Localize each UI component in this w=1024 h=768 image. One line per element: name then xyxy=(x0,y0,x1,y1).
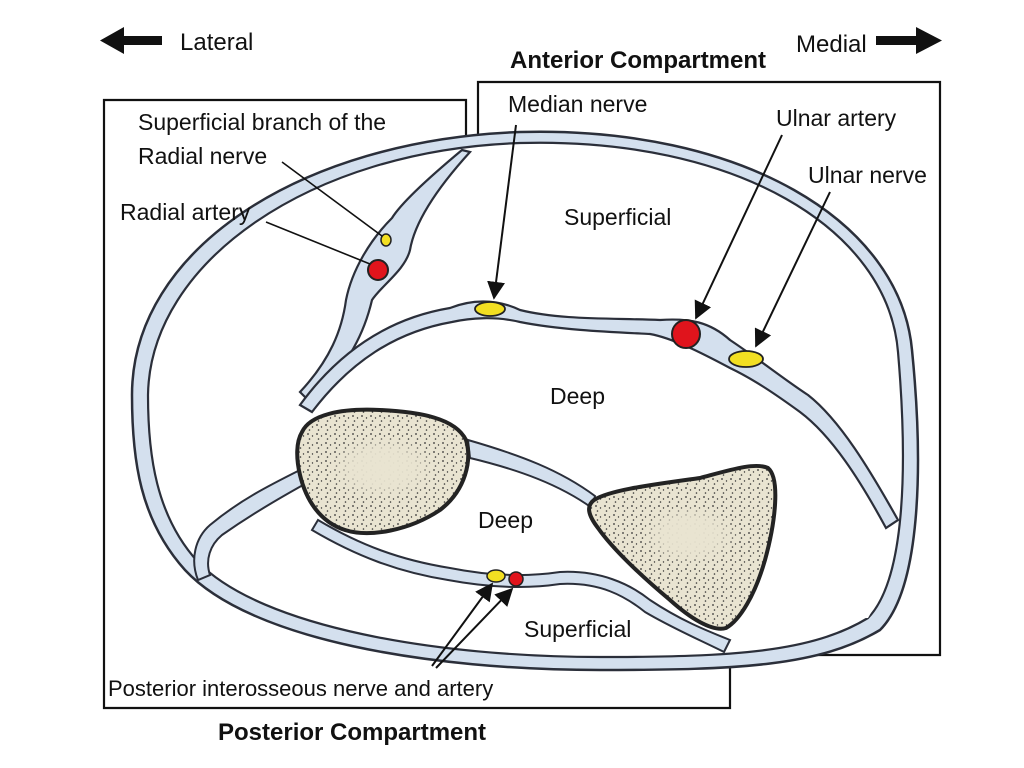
leader-ulnar-artery xyxy=(694,134,783,320)
medial-arrow-icon xyxy=(876,27,942,54)
radius-marrow xyxy=(328,436,438,500)
ulnar-nerve-label: Ulnar nerve xyxy=(808,162,927,188)
anterior-superficial-label: Superficial xyxy=(564,204,671,230)
radial-artery-label: Radial artery xyxy=(120,199,251,225)
median-nerve-label: Median nerve xyxy=(508,91,647,117)
posterior-compartment-label: Posterior Compartment xyxy=(218,719,486,746)
posterior-interosseous-nerve xyxy=(486,569,506,583)
leader-posterior-interosseous-2 xyxy=(435,587,514,669)
anterior-deep-label: Deep xyxy=(550,383,605,409)
superficial-branch-label-line1: Superficial branch of the xyxy=(138,109,386,135)
ulna-marrow xyxy=(642,505,738,565)
ulnar-nerve xyxy=(728,350,764,368)
ulnar-artery-label: Ulnar artery xyxy=(776,105,897,131)
leader-radial-artery xyxy=(265,221,371,265)
leader-superficial-radial xyxy=(281,161,383,237)
leader-posterior-interosseous-1 xyxy=(431,582,494,667)
posterior-compartment-box xyxy=(102,80,942,710)
anterior-compartment-label: Anterior Compartment xyxy=(510,47,766,74)
posterior-deep-septum xyxy=(310,518,732,654)
superficial-branch-label-line2: Radial nerve xyxy=(138,143,267,169)
posterior-deep-label: Deep xyxy=(478,507,533,533)
median-nerve xyxy=(474,301,506,317)
medial-label: Medial xyxy=(796,31,867,58)
superficial-radial-nerve xyxy=(380,233,392,247)
posterior-superficial-label: Superficial xyxy=(524,616,631,642)
lateral-arrow-icon xyxy=(100,27,162,54)
leader-median-nerve xyxy=(487,124,517,300)
posterior-interosseous-artery xyxy=(508,571,524,587)
ulnar-artery xyxy=(671,319,701,349)
leader-ulnar-nerve xyxy=(754,191,831,348)
lateral-label: Lateral xyxy=(180,29,253,56)
radial-artery xyxy=(367,259,389,281)
posterior-interosseous-label: Posterior interosseous nerve and artery xyxy=(108,676,493,701)
